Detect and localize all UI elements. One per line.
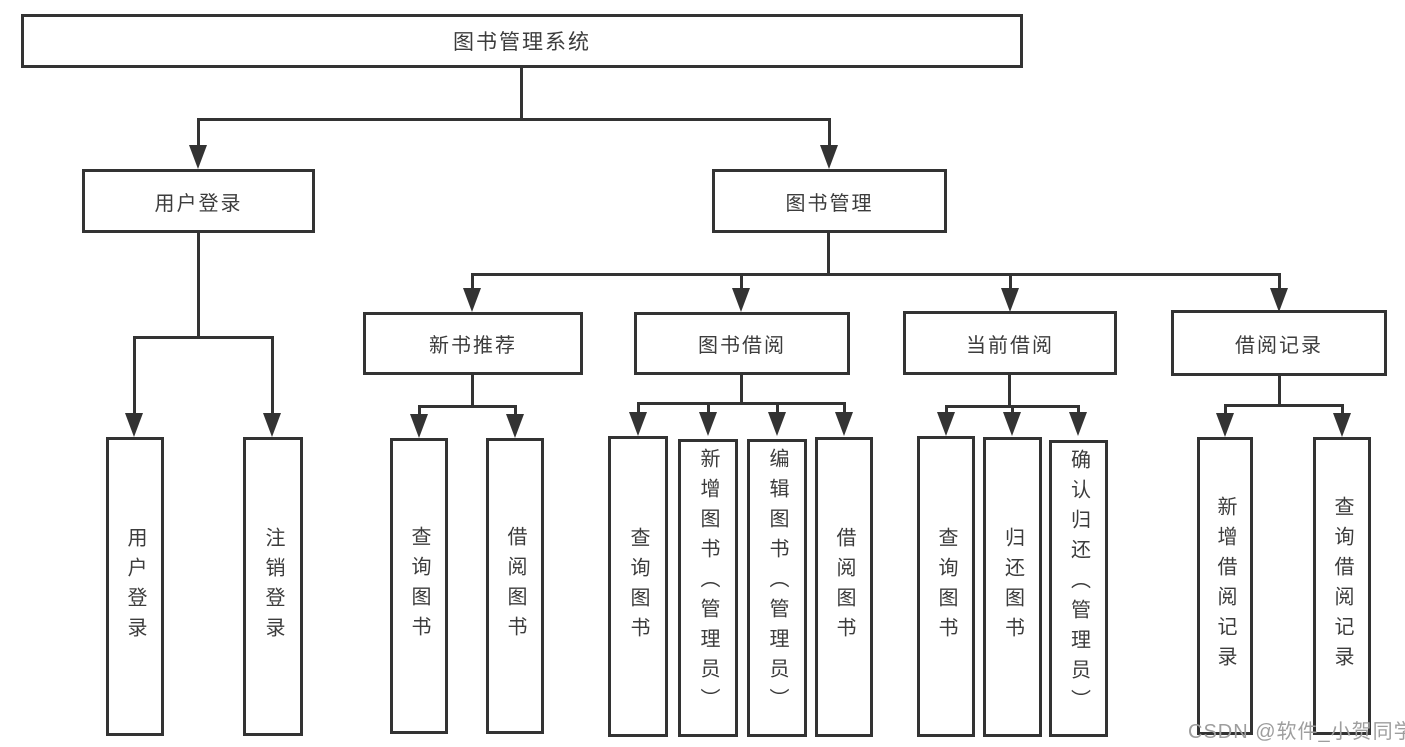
connector-mgmt-shaft-3	[1009, 273, 1012, 290]
connector-borrow-shaft-2	[707, 402, 710, 414]
leaf-confirm-return-admin: 确认归还（管理员）	[1049, 440, 1108, 737]
connector-records-shaft-1	[1224, 404, 1227, 416]
leaf-edit-books-admin: 编辑图书（管理员）	[747, 439, 807, 737]
leaf-query-books-current: 查询图书	[917, 436, 975, 737]
leaf-user-login-label: 用户登录	[124, 526, 146, 647]
leaf-query-books-recommend-label: 查询图书	[408, 526, 430, 646]
node-borrow-records-label: 借阅记录	[1235, 334, 1323, 357]
leaf-user-login: 用户登录	[106, 437, 164, 736]
node-borrow-records: 借阅记录	[1171, 310, 1387, 376]
arrow-down-icon	[835, 412, 853, 436]
leaf-return-books-label: 归还图书	[1001, 527, 1024, 647]
connector-mgmt-shaft-4	[1278, 273, 1281, 290]
leaf-add-borrow-record-label: 新增借阅记录	[1214, 496, 1236, 676]
leaf-query-books-current-label: 查询图书	[935, 526, 957, 647]
leaf-query-books-borrow: 查询图书	[608, 436, 668, 737]
arrow-down-icon	[125, 413, 143, 437]
arrow-down-icon	[1270, 288, 1288, 312]
connector-recommend-shaft-2	[514, 405, 517, 417]
connector-root-left-shaft	[197, 118, 200, 148]
connector-recommend-stem	[471, 375, 474, 406]
arrow-down-icon	[410, 414, 428, 438]
arrow-down-icon	[937, 412, 955, 436]
connector-current-shaft-3	[1077, 405, 1080, 417]
leaf-edit-books-admin-label: 编辑图书（管理员）	[766, 448, 788, 718]
arrow-down-icon	[1333, 413, 1351, 437]
connector-login-stem	[197, 233, 200, 336]
connector-login-shaft-1	[133, 336, 136, 415]
connector-borrow-shaft-3	[776, 402, 779, 414]
leaf-add-borrow-record: 新增借阅记录	[1197, 437, 1253, 735]
node-book-management-label: 图书管理	[785, 192, 874, 215]
connector-mgmt-stem	[827, 233, 830, 274]
connector-login-shaft-2	[271, 336, 274, 415]
node-new-book-recommend-label: 新书推荐	[429, 335, 517, 357]
node-library-system: 图书管理系统	[21, 14, 1023, 68]
connector-records-shaft-2	[1341, 404, 1344, 416]
leaf-borrow-books-recommend: 借阅图书	[486, 438, 544, 734]
leaf-logout-login-label: 注销登录	[262, 526, 284, 647]
csdn-watermark: CSDN @软件_小贺同学	[1188, 721, 1405, 743]
node-book-borrow: 图书借阅	[634, 312, 850, 375]
connector-records-crossbar	[1224, 404, 1344, 407]
connector-root-right-shaft	[828, 118, 831, 148]
leaf-query-books-borrow-label: 查询图书	[627, 526, 649, 647]
arrow-down-icon	[1001, 288, 1019, 312]
leaf-add-books-admin: 新增图书（管理员）	[678, 439, 738, 737]
connector-mgmt-shaft-2	[740, 273, 743, 290]
node-user-login: 用户登录	[82, 169, 315, 233]
node-current-borrow-label: 当前借阅	[966, 334, 1054, 357]
leaf-query-borrow-record: 查询借阅记录	[1313, 437, 1371, 735]
connector-current-shaft-1	[945, 405, 948, 417]
arrow-down-icon	[189, 145, 207, 169]
arrow-down-icon	[463, 288, 481, 312]
leaf-query-books-recommend: 查询图书	[390, 438, 448, 734]
arrow-down-icon	[629, 412, 647, 436]
connector-borrow-shaft-1	[637, 402, 640, 414]
connector-current-stem	[1008, 375, 1011, 406]
arrow-down-icon	[1069, 412, 1087, 436]
connector-records-stem	[1278, 376, 1281, 405]
arrow-down-icon	[699, 412, 717, 436]
arrow-down-icon	[1003, 412, 1021, 436]
connector-root-stem	[520, 68, 523, 118]
connector-root-crossbar	[197, 118, 831, 121]
connector-recommend-crossbar	[418, 405, 517, 408]
leaf-add-books-admin-label: 新增图书（管理员）	[697, 448, 719, 718]
arrow-down-icon	[263, 413, 281, 437]
node-book-management: 图书管理	[712, 169, 947, 233]
arrow-down-icon	[1216, 413, 1234, 437]
leaf-borrow-books-recommend-label: 借阅图书	[504, 526, 526, 646]
leaf-logout-login: 注销登录	[243, 437, 303, 736]
arrow-down-icon	[820, 145, 838, 169]
node-new-book-recommend: 新书推荐	[363, 312, 583, 375]
node-current-borrow: 当前借阅	[903, 311, 1117, 375]
leaf-borrow-books-borrow-label: 借阅图书	[833, 527, 855, 647]
connector-borrow-crossbar	[637, 402, 846, 405]
connector-borrow-stem	[740, 375, 743, 403]
leaf-confirm-return-admin-label: 确认归还（管理员）	[1067, 449, 1090, 719]
arrow-down-icon	[732, 288, 750, 312]
leaf-return-books: 归还图书	[983, 437, 1042, 737]
leaf-query-borrow-record-label: 查询借阅记录	[1331, 496, 1353, 676]
arrow-down-icon	[768, 412, 786, 436]
connector-mgmt-crossbar	[471, 273, 1281, 276]
node-library-system-label: 图书管理系统	[453, 31, 591, 54]
connector-login-crossbar	[133, 336, 274, 339]
node-book-borrow-label: 图书借阅	[698, 335, 786, 357]
leaf-borrow-books-borrow: 借阅图书	[815, 437, 873, 737]
connector-borrow-shaft-4	[843, 402, 846, 414]
node-user-login-label: 用户登录	[154, 192, 243, 215]
connector-mgmt-shaft-1	[471, 273, 474, 290]
connector-current-shaft-2	[1011, 405, 1014, 417]
arrow-down-icon	[506, 414, 524, 438]
connector-recommend-shaft-1	[418, 405, 421, 417]
